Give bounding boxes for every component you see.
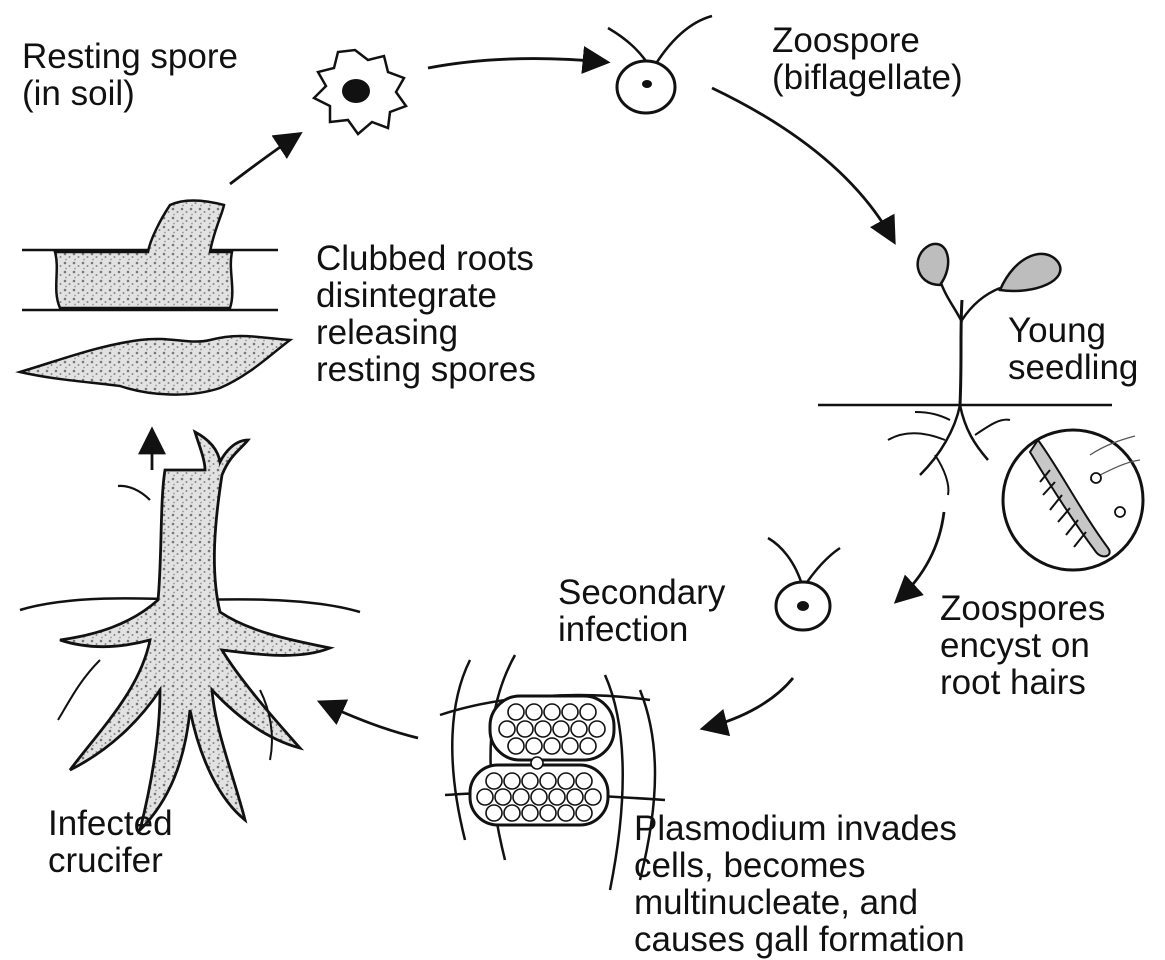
label-line: causes gall formation <box>634 921 965 958</box>
label-young-seedling: Young seedling <box>1008 312 1138 386</box>
label-line: seedling <box>1008 349 1138 386</box>
label-secondary-infection: Secondary infection <box>558 574 725 648</box>
label-line: Secondary <box>558 574 725 611</box>
label-plasmodium: Plasmodium invades cells, becomes multin… <box>634 810 965 958</box>
resting-spore-icon <box>314 50 406 134</box>
label-line: (in soil) <box>22 75 238 112</box>
label-line: (biflagellate) <box>772 59 963 96</box>
plasmodium-cells-icon <box>440 655 665 890</box>
label-line: Plasmodium invades <box>634 810 965 847</box>
label-line: crucifer <box>48 842 173 879</box>
arrow-zoospore-to-seedling <box>712 88 893 240</box>
label-clubbed-roots: Clubbed roots disintegrate releasing res… <box>316 240 536 388</box>
label-zoospore: Zoospore (biflagellate) <box>772 22 963 96</box>
label-line: Clubbed roots <box>316 240 536 277</box>
label-line: resting spores <box>316 351 536 388</box>
label-line: multinucleate, and <box>634 884 965 921</box>
secondary-zoospore-icon <box>768 538 840 630</box>
label-infected-crucifer: Infected crucifer <box>48 805 173 879</box>
label-line: infection <box>558 611 725 648</box>
label-line: encyst on <box>940 627 1105 664</box>
label-resting-spore: Resting spore (in soil) <box>22 38 238 112</box>
label-line: Infected <box>48 805 173 842</box>
arrow-encyst-to-plasmodium <box>705 678 793 728</box>
zoospore-icon <box>608 16 712 113</box>
label-line: releasing <box>316 314 536 351</box>
label-line: Zoospore <box>772 22 963 59</box>
infected-crucifer-icon <box>20 432 360 830</box>
label-line: cells, becomes <box>634 847 965 884</box>
label-line: Young <box>1008 312 1138 349</box>
label-zoospores-encyst: Zoospores encyst on root hairs <box>940 590 1105 701</box>
label-line: Resting spore <box>22 38 238 75</box>
label-line: Zoospores <box>940 590 1105 627</box>
arrow-spore-to-zoospore <box>428 59 605 68</box>
disintegrating-roots-icon <box>20 200 290 394</box>
label-line: disintegrate <box>316 277 536 314</box>
arrow-plasmodium-to-crucifer <box>322 703 418 738</box>
arrow-roots-to-spore <box>230 135 298 184</box>
label-line: root hairs <box>940 664 1105 701</box>
root-hair-magnified-icon <box>1003 430 1143 570</box>
arrow-seedling-to-encyst <box>898 512 944 600</box>
